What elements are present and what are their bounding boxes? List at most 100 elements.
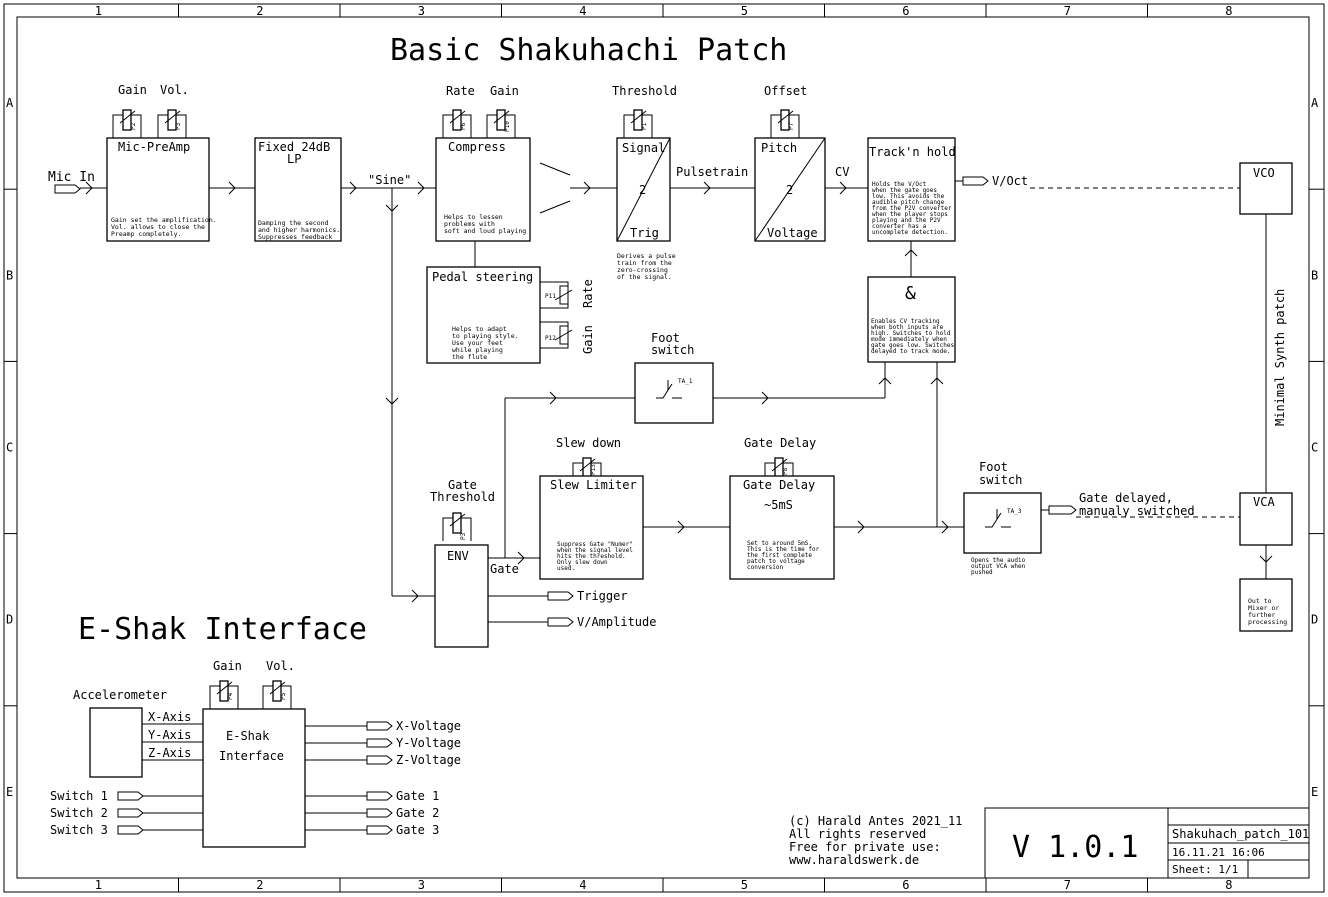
z-voltage-label: Z-Voltage xyxy=(396,753,461,767)
track-note-3: low. This avoids the xyxy=(872,193,945,200)
and-note-1: Enables CV tracking xyxy=(871,318,940,325)
out-note-1: Out to xyxy=(1248,597,1272,605)
column-label: 5 xyxy=(741,878,748,892)
credits-line-4: www.haraldswerk.de xyxy=(789,853,919,867)
ports xyxy=(54,176,1077,835)
eshak-section: Accelerometer X-Axis Y-Axis Z-Axis Gain … xyxy=(50,659,461,848)
eshak-interface-block xyxy=(202,708,306,848)
track-note-6: when the player stops xyxy=(872,211,948,218)
row-label: A xyxy=(6,96,14,110)
track-hold-title: Track'n hold xyxy=(869,145,956,159)
row-label: E xyxy=(1311,785,1318,799)
compress-title: Compress xyxy=(448,140,506,154)
column-label: 4 xyxy=(579,4,586,18)
pedal-note-3: Use your feet xyxy=(452,339,503,347)
gate-delay-note-2: This is the time for xyxy=(747,546,820,553)
compress-gain-label: Gain xyxy=(490,84,519,98)
gate-delay-pot-label: Gate Delay xyxy=(744,436,816,450)
sheet-number: Sheet: 1/1 xyxy=(1172,863,1238,876)
eshak-vol-label: Vol. xyxy=(266,659,295,673)
compress-note-3: soft and loud playing xyxy=(444,227,526,235)
eshak-title-1: E-Shak xyxy=(226,729,270,743)
gate-delay-block: Gate Delay P8 Gate Delay ~5mS Set to aro… xyxy=(729,436,835,580)
signal-trig-block: Threshold P1 Signal 2 Trig Derives a pul… xyxy=(612,84,677,281)
eshak-title: E-Shak Interface xyxy=(78,612,367,647)
eshak-title-2: Interface xyxy=(219,749,284,763)
signal-note-3: zero-crossing xyxy=(617,266,668,274)
row-label: C xyxy=(6,441,13,455)
row-label: B xyxy=(1311,268,1318,282)
foot-switch-2: Foot switch TA_3 Opens the audio output … xyxy=(963,460,1042,576)
row-label: C xyxy=(1311,441,1318,455)
gate-3-label: Gate 3 xyxy=(396,823,439,837)
eshak-gain-label: Gain xyxy=(213,659,242,673)
pulsetrain-label: Pulsetrain xyxy=(676,165,748,179)
signal-mid: 2 xyxy=(639,183,646,197)
pot-ref: P12 xyxy=(545,335,556,342)
foot2-note-3: pushed xyxy=(971,569,993,576)
pedal-note-4: while playing xyxy=(452,346,503,354)
mic-in-label: Mic In xyxy=(48,170,95,185)
lowpass-note-2: and higher harmonics. xyxy=(258,226,340,234)
credits-line-1: (c) Harald Antes 2021_11 xyxy=(789,814,962,828)
pot-ref: P3 xyxy=(460,532,467,540)
pot-ref: P10 xyxy=(504,121,511,132)
vamplitude-label: V/Amplitude xyxy=(577,615,656,629)
vco-label: VCO xyxy=(1253,166,1275,180)
foot2-note-1: Opens the audio xyxy=(971,557,1026,564)
file-name: Shakuhach_patch_101 xyxy=(1172,827,1309,841)
x-axis-label: X-Axis xyxy=(148,710,191,724)
signal-note-2: train from the xyxy=(617,259,672,267)
row-label: A xyxy=(1311,96,1319,110)
signal-label: Signal xyxy=(622,141,665,155)
voltage-label: Voltage xyxy=(767,226,818,240)
eshak-gain-pot xyxy=(209,680,239,709)
env-threshold-label: Threshold xyxy=(430,490,495,504)
threshold-label: Threshold xyxy=(612,84,677,98)
preamp-vol-label: Vol. xyxy=(160,83,189,97)
column-label: 1 xyxy=(95,878,102,892)
slew-note-4: Only slew down xyxy=(557,559,608,566)
column-label: 3 xyxy=(418,878,425,892)
preamp-note-1: Gain set the amplification. xyxy=(111,216,217,224)
preamp-gain-pot xyxy=(112,109,142,138)
pot-ref: P6 xyxy=(460,122,467,130)
track-note-9: uncomplete detection. xyxy=(872,229,948,236)
preamp-title: Mic-PreAmp xyxy=(118,140,190,154)
pot-ref: P4 xyxy=(227,692,234,700)
compress-rate-pot xyxy=(442,109,472,138)
row-label: E xyxy=(6,785,13,799)
and-note-3: high. Switches to hold xyxy=(871,330,951,337)
preamp-note-3: Preamp completely. xyxy=(111,230,181,238)
pedal-steering-block: Pedal steering Helps to adapt to playing… xyxy=(426,266,595,364)
gate-1-label: Gate 1 xyxy=(396,789,439,803)
lowpass-title-2: LP xyxy=(287,152,301,166)
gate-delay-pot xyxy=(764,457,794,486)
pedal-title: Pedal steering xyxy=(432,270,533,284)
y-axis-label: Y-Axis xyxy=(148,728,191,742)
timestamp: 16.11.21 16:06 xyxy=(1172,846,1265,859)
sine-label: "Sine" xyxy=(368,173,411,187)
pot-ref: P5 xyxy=(280,692,287,700)
column-label: 7 xyxy=(1064,4,1071,18)
slew-limiter-block: Slew down P13 Slew Limiter Suppress Gate… xyxy=(539,436,644,580)
signal-note-1: Derives a pulse xyxy=(617,252,676,260)
trig-label: Trig xyxy=(630,226,659,240)
column-label: 6 xyxy=(902,4,909,18)
pedal-gain-label: Gain xyxy=(581,325,595,354)
pedal-note-1: Helps to adapt xyxy=(452,325,507,333)
row-label: B xyxy=(6,268,13,282)
accelerometer-label: Accelerometer xyxy=(73,688,167,702)
lowpass-note-3: Suppresses feedback xyxy=(258,233,332,241)
signal-note-4: of the signal. xyxy=(617,273,672,281)
column-label: 8 xyxy=(1225,878,1232,892)
foot2-note-2: output VCA when xyxy=(971,563,1026,570)
output-block xyxy=(1239,578,1293,632)
track-note-5: from the P2V converter xyxy=(872,205,952,212)
gate-delay-note-4: patch to voltage xyxy=(747,558,805,565)
env-gate-label: Gate xyxy=(448,478,477,492)
pitch-label: Pitch xyxy=(761,141,797,155)
trigger-label: Trigger xyxy=(577,589,628,603)
title-block: V 1.0.1 Shakuhach_patch_101 16.11.21 16:… xyxy=(984,807,1310,879)
